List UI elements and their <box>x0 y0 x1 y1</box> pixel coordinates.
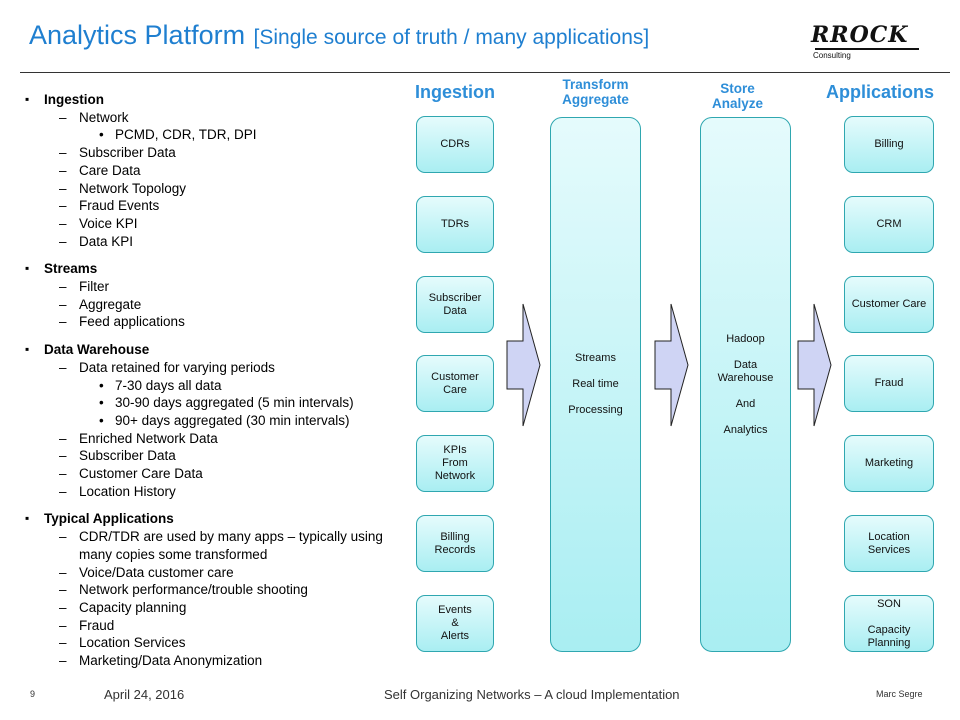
rrock-logo: RROCK Consulting <box>811 22 921 60</box>
bullet-data-warehouse: Data Warehouse <box>25 341 420 359</box>
header-transform-line1: Transform <box>562 77 629 92</box>
bullet-period: 90+ days aggregated (30 min intervals) <box>25 412 420 430</box>
ingestion-box-events-alerts: Events & Alerts <box>416 595 494 652</box>
logo-subtext: Consulting <box>813 51 851 60</box>
bullet-item: Care Data <box>25 162 420 180</box>
bullet-item: Filter <box>25 278 420 296</box>
bullet-item: Enriched Network Data <box>25 430 420 448</box>
bullet-item: Fraud Events <box>25 197 420 215</box>
bullet-ingestion: Ingestion <box>25 91 420 109</box>
bullet-item: Fraud <box>25 617 420 635</box>
bullet-cdr-tdr: CDR/TDR are used by many apps – typicall… <box>25 528 420 563</box>
application-box-billing: Billing <box>844 116 934 173</box>
header-transform: Transform Aggregate <box>550 77 641 107</box>
bullet-item: Subscriber Data <box>25 144 420 162</box>
ingestion-box-cdrs: CDRs <box>416 116 494 173</box>
flow-arrow-transform-to-store <box>654 303 689 427</box>
ingestion-box-customer-care: Customer Care <box>416 355 494 412</box>
header-store-line2: Analyze <box>711 96 764 111</box>
bullet-item: Data KPI <box>25 233 420 251</box>
ingestion-box-kpis: KPIs From Network <box>416 435 494 492</box>
bullet-typical-applications: Typical Applications <box>25 510 420 528</box>
transform-box-streams: Streams Real time Processing <box>550 117 641 652</box>
header-store: Store Analyze <box>692 81 783 111</box>
footer-page-number: 9 <box>30 689 36 699</box>
bullet-item: Voice KPI <box>25 215 420 233</box>
ingestion-box-billing-records: Billing Records <box>416 515 494 572</box>
slide-title: Analytics Platform [Single source of tru… <box>29 20 649 51</box>
bullet-item: Marketing/Data Anonymization <box>25 652 420 670</box>
header-transform-line2: Aggregate <box>562 92 629 107</box>
logo-underline <box>815 48 919 50</box>
bullet-item: Customer Care Data <box>25 465 420 483</box>
logo-wordmark: RROCK <box>811 22 909 48</box>
title-main: Analytics Platform <box>29 20 246 50</box>
application-box-marketing: Marketing <box>844 435 934 492</box>
bullet-item: Voice/Data customer care <box>25 564 420 582</box>
application-box-son-capacity-planning: SON Capacity Planning <box>844 595 934 652</box>
flow-arrow-ingestion-to-transform <box>506 303 541 427</box>
bullet-network: Network <box>25 109 420 127</box>
header-store-line1: Store <box>720 81 755 96</box>
bullet-item: Location Services <box>25 634 420 652</box>
footer-author: Marc Segre <box>876 689 923 699</box>
bullet-item: Feed applications <box>25 313 420 331</box>
ingestion-box-tdrs: TDRs <box>416 196 494 253</box>
application-box-location-services: Location Services <box>844 515 934 572</box>
header-ingestion: Ingestion <box>415 82 495 102</box>
bullet-retained: Data retained for varying periods <box>25 359 420 377</box>
bullet-period: 30-90 days aggregated (5 min intervals) <box>25 394 420 412</box>
bullet-item: Capacity planning <box>25 599 420 617</box>
bullet-list: Ingestion Network PCMD, CDR, TDR, DPI Su… <box>25 91 420 670</box>
application-box-crm: CRM <box>844 196 934 253</box>
store-box-hadoop: Hadoop Data Warehouse And Analytics <box>700 117 791 652</box>
bullet-item: Aggregate <box>25 296 420 314</box>
application-box-fraud: Fraud <box>844 355 934 412</box>
flow-arrow-store-to-applications <box>797 303 832 427</box>
title-divider <box>20 72 950 73</box>
bullet-cdr-tdr-line2: many copies some transformed <box>79 546 268 562</box>
bullet-network-items: PCMD, CDR, TDR, DPI <box>25 126 420 144</box>
footer-date: April 24, 2016 <box>104 687 185 702</box>
application-box-customer-care: Customer Care <box>844 276 934 333</box>
bullet-period: 7-30 days all data <box>25 377 420 395</box>
bullet-item: Network Topology <box>25 180 420 198</box>
bullet-streams: Streams <box>25 260 420 278</box>
header-applications: Applications <box>825 82 934 102</box>
bullet-item: Location History <box>25 483 420 501</box>
bullet-item: Subscriber Data <box>25 447 420 465</box>
bullet-item: Network performance/trouble shooting <box>25 581 420 599</box>
bullet-cdr-tdr-line1: CDR/TDR are used by many apps – typicall… <box>79 529 383 545</box>
title-subtitle: [Single source of truth / many applicati… <box>253 26 650 49</box>
ingestion-box-subscriber-data: Subscriber Data <box>416 276 494 333</box>
footer-title: Self Organizing Networks – A cloud Imple… <box>384 687 680 702</box>
